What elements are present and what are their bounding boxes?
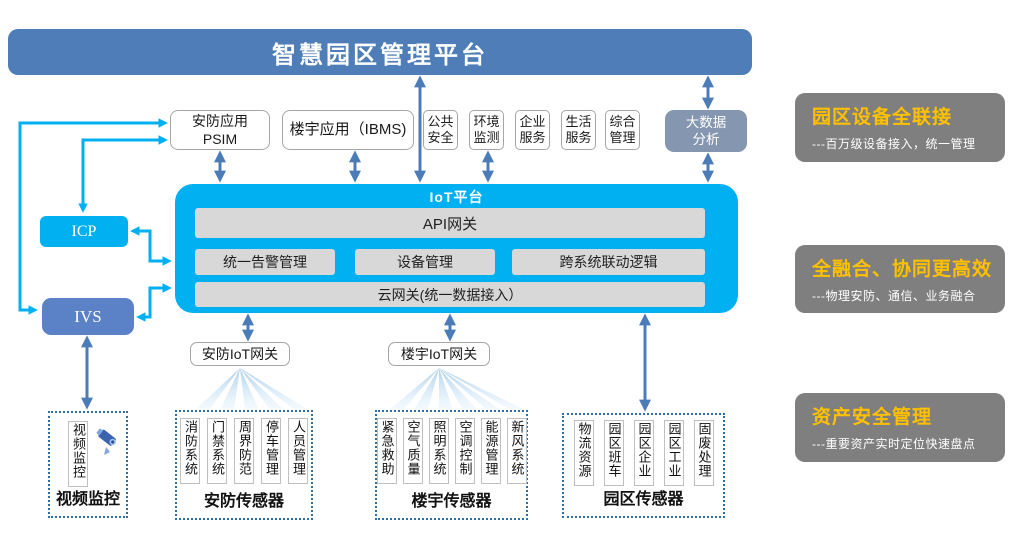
icp-box: ICP (40, 216, 128, 247)
sensor-column: 新风系统 (506, 418, 527, 484)
security-sensors-label: 安防传感器 (203, 493, 284, 510)
sensor-column: 消防系统 (180, 418, 200, 484)
module-alarm-mgmt: 统一告警管理 (195, 249, 335, 275)
park-sensors-label: 园区传感器 (603, 491, 684, 508)
app-text: 企业 (519, 114, 546, 129)
cyan-connectors (18, 118, 172, 322)
sensor-column: 照明系统 (428, 418, 449, 484)
app-text: 环境 (473, 114, 500, 129)
module-cross-linkage: 跨系统联动逻辑 (512, 249, 705, 275)
app-box-enterprise-services: 企业 服务 (515, 110, 550, 150)
sensor-column: 园区工业 (663, 420, 684, 486)
benefit-desc: ---重要资产实时定位快速盘点 (812, 437, 976, 451)
app-text: 安全 (427, 130, 454, 145)
app-text: 生活 (565, 114, 592, 129)
sensor-column: 停车管理 (261, 418, 281, 484)
building-sensors-group: 紧急救助 空气质量 照明系统 空调控制 能源管理 新风系统 楼宇传感器 (375, 410, 528, 520)
cloud-gateway-bar: 云网关(统一数据接入） (195, 282, 705, 307)
iot-platform: IoT平台 API网关 统一告警管理 设备管理 跨系统联动逻辑 云网关(统一数据… (175, 184, 738, 313)
security-iot-gateway: 安防IoT网关 (190, 342, 290, 366)
platform-banner: 智慧园区管理平台 (8, 29, 752, 75)
sensor-column: 物流资源 (573, 420, 594, 486)
module-device-mgmt: 设备管理 (355, 249, 495, 275)
building-sensors-label: 楼宇传感器 (411, 493, 492, 510)
sensor-column: 固废处理 (693, 420, 714, 486)
app-box-env-monitoring: 环境 监测 (469, 110, 504, 150)
sensor-column: 周界防范 (234, 418, 254, 484)
banner-title: 智慧园区管理平台 (272, 41, 488, 69)
benefit-panel-asset-security: 资产安全管理 ---重要资产实时定位快速盘点 (795, 393, 1005, 462)
psim-app-box: 安防应用 PSIM (170, 110, 270, 150)
api-gateway-bar: API网关 (195, 208, 705, 238)
bigdata-line2: 分析 (692, 132, 720, 147)
building-gateway-fan (389, 368, 525, 410)
benefit-panel-convergence: 全融合、协同更高效 ---物理安防、通信、业务融合 (795, 245, 1005, 313)
building-iot-gateway: 楼宇IoT网关 (388, 342, 490, 366)
app-box-living-services: 生活 服务 (561, 110, 596, 150)
benefit-desc: ---百万级设备接入，统一管理 (812, 137, 976, 151)
app-text: 综合 (609, 114, 636, 129)
security-sensors-group: 消防系统 门禁系统 周界防范 停车管理 人员管理 安防传感器 (175, 410, 313, 520)
app-text: 管理 (609, 130, 636, 145)
benefit-panel-device-connection: 园区设备全联接 ---百万级设备接入，统一管理 (795, 93, 1005, 162)
video-surveillance-group: 视频监控 视频监控 (48, 411, 128, 518)
app-text: 公共 (427, 114, 454, 129)
bigdata-line1: 大数据 (685, 115, 727, 130)
camera-icon (96, 428, 116, 455)
psim-line2: PSIM (202, 131, 238, 147)
sensor-column: 人员管理 (288, 418, 308, 484)
app-text: 监测 (473, 130, 500, 145)
benefit-title: 资产安全管理 (812, 407, 933, 428)
sensor-column: 园区班车 (603, 420, 624, 486)
sensor-column: 能源管理 (480, 418, 501, 484)
ibms-app-box: 楼宇应用（IBMS) (282, 110, 414, 150)
park-sensors-group: 物流资源 园区班车 园区企业 园区工业 固废处理 园区传感器 (562, 413, 725, 518)
app-text: 服务 (519, 130, 546, 145)
sensor-column: 紧急救助 (376, 418, 397, 484)
psim-line1: 安防应用 (192, 113, 248, 129)
app-text: 服务 (565, 130, 592, 145)
video-surveillance-label: 视频监控 (55, 491, 120, 508)
benefit-title: 全融合、协同更高效 (812, 259, 993, 280)
app-box-integrated-mgmt: 综合 管理 (605, 110, 640, 150)
bigdata-analysis-box: 大数据 分析 (665, 110, 747, 152)
video-surveillance-column: 视频监控 (68, 421, 88, 487)
sensor-column: 空气质量 (402, 418, 423, 484)
sensor-column: 门禁系统 (207, 418, 227, 484)
ivs-box: IVS (42, 298, 134, 335)
benefit-desc: ---物理安防、通信、业务融合 (812, 289, 976, 303)
security-gateway-fan (195, 368, 309, 410)
double-arrows (81, 75, 714, 412)
sensor-column: 园区企业 (633, 420, 654, 486)
app-box-public-safety: 公共 安全 (423, 110, 458, 150)
benefit-title: 园区设备全联接 (812, 107, 953, 128)
sensor-column: 空调控制 (454, 418, 475, 484)
iot-platform-title: IoT平台 (429, 189, 484, 205)
